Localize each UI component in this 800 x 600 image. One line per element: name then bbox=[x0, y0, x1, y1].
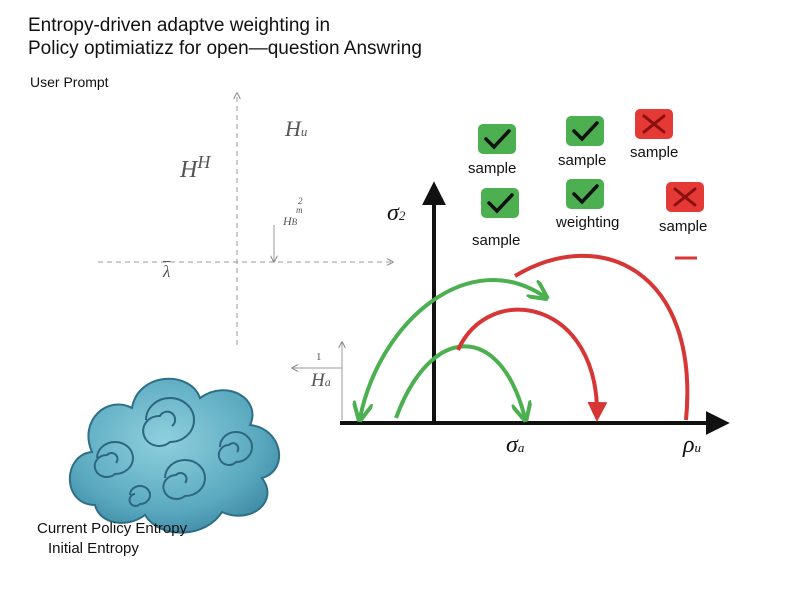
sample-icons bbox=[478, 109, 704, 218]
red-arc-large bbox=[513, 253, 690, 421]
label-h-b: HB bbox=[283, 214, 298, 228]
red-arc-small bbox=[456, 307, 608, 422]
cross-icon bbox=[635, 109, 673, 139]
check-icon bbox=[566, 179, 604, 209]
green-arcs bbox=[360, 278, 545, 418]
cross-icon bbox=[666, 182, 704, 212]
x-axis-label-right: ρu bbox=[683, 432, 702, 458]
title-line-2: Policy optimiatizz for open—question Ans… bbox=[28, 38, 422, 59]
check-icon bbox=[478, 124, 516, 154]
diagram-title: Entropy-driven adaptve weighting in Poli… bbox=[28, 14, 588, 60]
label-h-h: HH bbox=[180, 152, 211, 183]
green-arc-small bbox=[394, 344, 525, 418]
sample-label: sample bbox=[468, 160, 517, 177]
user-prompt-label: User Prompt bbox=[30, 74, 109, 90]
initial-entropy-label: Initial Entropy bbox=[48, 540, 139, 557]
cloud-swirl-5 bbox=[128, 485, 151, 507]
sample-label: sample bbox=[558, 152, 607, 169]
sample-label: sample bbox=[659, 218, 708, 235]
title-line-1: Entropy-driven adaptve weighting in bbox=[28, 15, 331, 36]
x-axis-label-mid: σa bbox=[506, 432, 525, 458]
label-h-u: Hu bbox=[285, 116, 308, 141]
cloud-shape bbox=[68, 377, 280, 534]
cloud-swirl-4 bbox=[162, 459, 206, 500]
sample-label: sample bbox=[630, 144, 679, 161]
red-arcs bbox=[456, 253, 697, 422]
entropy-cloud bbox=[68, 377, 280, 534]
cloud-swirl-2 bbox=[93, 441, 134, 478]
green-arc-large bbox=[360, 278, 545, 418]
cloud-swirl-1 bbox=[142, 397, 195, 447]
label-h-a: Ha bbox=[311, 370, 331, 391]
current-policy-entropy-label: Current Policy Entropy bbox=[37, 520, 188, 537]
label-lambda: λ bbox=[163, 262, 171, 281]
check-icon bbox=[566, 116, 604, 146]
cloud-swirl-3 bbox=[217, 431, 253, 466]
check-icon bbox=[481, 188, 519, 218]
left-plot bbox=[98, 93, 393, 420]
sample-label: sample bbox=[472, 232, 521, 249]
y-axis-label: σ2 bbox=[387, 200, 406, 226]
label-one: 1 bbox=[316, 351, 322, 363]
weighting-label: weighting bbox=[556, 214, 620, 231]
